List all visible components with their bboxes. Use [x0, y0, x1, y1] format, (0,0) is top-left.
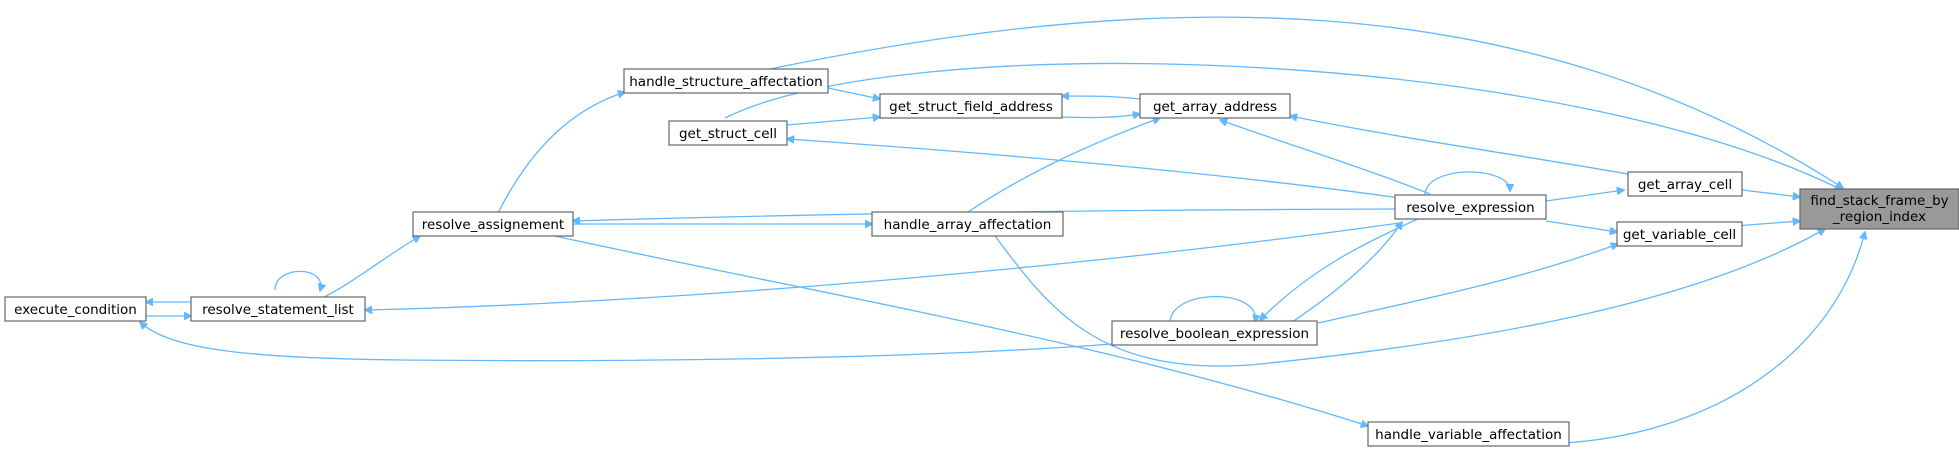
- nodes: find_stack_frame_by _region_index handle…: [4, 68, 1959, 447]
- edge-get-array-cell-to-target: [1741, 189, 1800, 197]
- edge-resolve-expression-to-get-array-address: [1220, 120, 1431, 195]
- edge-resolve-expression-to-get-variable-cell: [1545, 220, 1617, 232]
- node-get-array-cell[interactable]: get_array_cell: [1627, 171, 1743, 197]
- edge-get-array-address-to-get-struct-field-address: [1062, 96, 1141, 99]
- edge-resolve-expression-to-get-array-cell: [1545, 190, 1624, 202]
- edge-get-struct-field-address-to-get-array-address: [1061, 114, 1140, 118]
- edge-resolve-assignement-to-handle-structure-affectation: [497, 92, 625, 214]
- node-label: resolve_expression: [1406, 200, 1534, 216]
- node-label: get_variable_cell: [1623, 227, 1736, 243]
- target-node-label-line1: find_stack_frame_by: [1810, 193, 1948, 209]
- node-resolve-expression[interactable]: resolve_expression: [1394, 194, 1547, 220]
- edge-resolve-boolean-expression-self-loop: [1169, 296, 1255, 323]
- node-label: handle_array_affectation: [884, 217, 1052, 233]
- edge-resolve-statement-list-self-loop: [274, 270, 321, 291]
- target-node-label-line2: _region_index: [1832, 209, 1926, 225]
- edge-resolve-expression-to-resolve-statement-list: [365, 222, 1401, 310]
- node-get-struct-cell[interactable]: get_struct_cell: [668, 120, 788, 146]
- node-get-variable-cell[interactable]: get_variable_cell: [1616, 221, 1743, 247]
- node-label: get_struct_field_address: [889, 99, 1053, 115]
- node-resolve-boolean-expression[interactable]: resolve_boolean_expression: [1111, 320, 1318, 346]
- node-label: resolve_statement_list: [202, 302, 354, 318]
- node-get-struct-field-address[interactable]: get_struct_field_address: [879, 93, 1063, 119]
- edge-resolve-assignement-to-handle-variable-affectation: [554, 235, 1368, 426]
- target-node-find-stack-frame-by-region-index[interactable]: find_stack_frame_by _region_index: [1799, 188, 1959, 230]
- edge-get-struct-cell-to-get-struct-field-address: [786, 117, 880, 126]
- edge-get-array-cell-to-get-array-address: [1290, 116, 1629, 175]
- node-label: handle_variable_affectation: [1375, 427, 1562, 443]
- edge-handle-structure-affectation-to-target: [764, 16, 1843, 188]
- node-handle-array-affectation[interactable]: handle_array_affectation: [871, 211, 1064, 237]
- edge-handle-array-affectation-to-target: [994, 229, 1825, 367]
- edges: [140, 16, 1865, 444]
- edge-handle-structure-affectation-to-get-struct-field-address: [827, 87, 880, 99]
- node-handle-structure-affectation[interactable]: handle_structure_affectation: [623, 68, 829, 94]
- node-execute-condition[interactable]: execute_condition: [4, 296, 147, 322]
- edge-get-struct-cell-to-target: [724, 62, 1842, 190]
- node-label: resolve_boolean_expression: [1120, 326, 1309, 342]
- node-resolve-assignement[interactable]: resolve_assignement: [412, 211, 574, 237]
- edge-resolve-statement-list-to-resolve-assignement: [319, 236, 420, 300]
- node-label: handle_structure_affectation: [629, 74, 823, 90]
- node-label: get_struct_cell: [679, 126, 777, 142]
- edge-resolve-expression-self-loop: [1424, 171, 1510, 196]
- node-label: resolve_assignement: [422, 217, 564, 233]
- node-label: get_array_cell: [1638, 177, 1732, 193]
- edge-resolve-boolean-expression-to-get-variable-cell: [1317, 244, 1618, 324]
- edge-handle-array-affectation-to-get-array-address: [964, 118, 1160, 215]
- node-resolve-statement-list[interactable]: resolve_statement_list: [190, 296, 366, 322]
- edge-resolve-expression-to-get-struct-cell: [787, 139, 1401, 199]
- node-handle-variable-affectation[interactable]: handle_variable_affectation: [1367, 421, 1570, 447]
- edge-resolve-boolean-expression-to-execute-condition: [140, 322, 1113, 362]
- node-get-array-address[interactable]: get_array_address: [1139, 93, 1291, 119]
- node-label: execute_condition: [14, 302, 137, 318]
- edge-resolve-boolean-expression-to-resolve-expression: [1291, 222, 1402, 323]
- edge-resolve-expression-to-resolve-boolean-expression: [1260, 217, 1421, 320]
- edge-handle-variable-affectation-to-target: [1564, 232, 1865, 444]
- node-label: get_array_address: [1153, 99, 1277, 115]
